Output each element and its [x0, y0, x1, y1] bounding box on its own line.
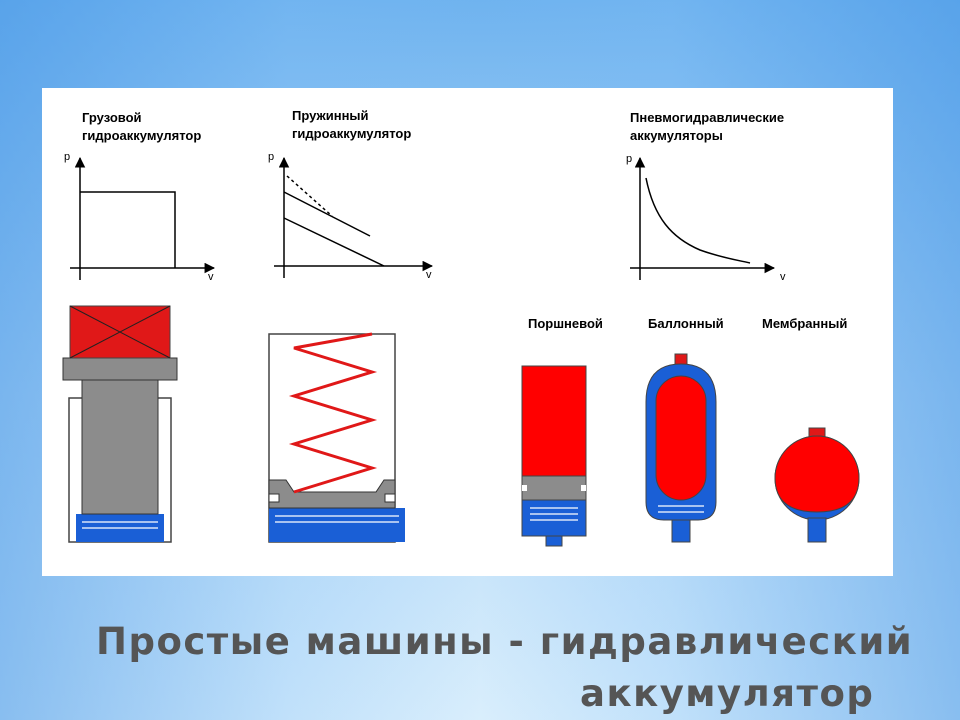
pneumo-pressure-curve: [645, 177, 751, 264]
spring-accumulator-graph: Пружинный гидроаккумулятор p v: [268, 108, 434, 281]
weight-plunger: [81, 377, 159, 515]
pneumo-p-label: p: [626, 153, 632, 165]
slide-title-line-2: аккумулятор: [580, 672, 875, 715]
spring-line-dashed: [286, 175, 333, 217]
piston-port: [545, 535, 563, 547]
piston-fluid-chamber: [521, 499, 587, 537]
piston-accumulator-drawing: [521, 365, 587, 547]
pneumo-v-label: v: [780, 271, 786, 283]
piston-element: [521, 475, 587, 501]
spring-piston: [268, 479, 396, 509]
weight-platform: [62, 357, 178, 381]
membrane-accumulator-drawing: [774, 427, 860, 543]
spring-coil: [288, 332, 378, 494]
pneumo-graph-title-2: аккумуляторы: [630, 128, 723, 143]
spring-fluid: [269, 508, 405, 542]
spring-graph-title-2: гидроаккумулятор: [292, 126, 411, 141]
weight-accumulator-graph: Грузовой гидроаккумулятор p v: [64, 110, 216, 283]
pneumo-accumulator-graph: Пневмогидравлические аккумуляторы p v: [626, 110, 786, 283]
spring-graph-title-1: Пружинный: [292, 108, 369, 123]
weight-pressure-curve: [80, 191, 176, 268]
membrane-port: [807, 517, 827, 543]
label-piston: Поршневой: [528, 316, 603, 331]
pneumo-graph-title-1: Пневмогидравлические: [630, 110, 784, 125]
spring-p-label: p: [268, 151, 274, 163]
bladder-port: [671, 519, 691, 543]
weight-accumulator-drawing: [62, 305, 178, 543]
spring-accumulator-drawing: [268, 332, 405, 543]
weight-graph-title-2: гидроаккумулятор: [82, 128, 201, 143]
spring-v-label: v: [426, 269, 432, 281]
weight-v-label: v: [208, 271, 214, 283]
piston-gas-chamber: [521, 365, 587, 477]
accumulator-diagram: Грузовой гидроаккумулятор p v Пружинный …: [62, 108, 860, 547]
membrane-gas: [774, 435, 860, 513]
label-membrane: Мембранный: [762, 316, 847, 331]
spring-line-upper: [283, 191, 371, 237]
spring-line-lower: [283, 217, 385, 267]
bladder-gas: [655, 375, 707, 501]
label-bladder: Баллонный: [648, 316, 724, 331]
diagram-panel: Грузовой гидроаккумулятор p v Пружинный …: [42, 88, 893, 576]
weight-p-label: p: [64, 151, 70, 163]
slide-title-line-1: Простые машины - гидравлический: [96, 620, 914, 663]
bladder-accumulator-drawing: [645, 353, 717, 543]
weight-graph-title-1: Грузовой: [82, 110, 142, 125]
